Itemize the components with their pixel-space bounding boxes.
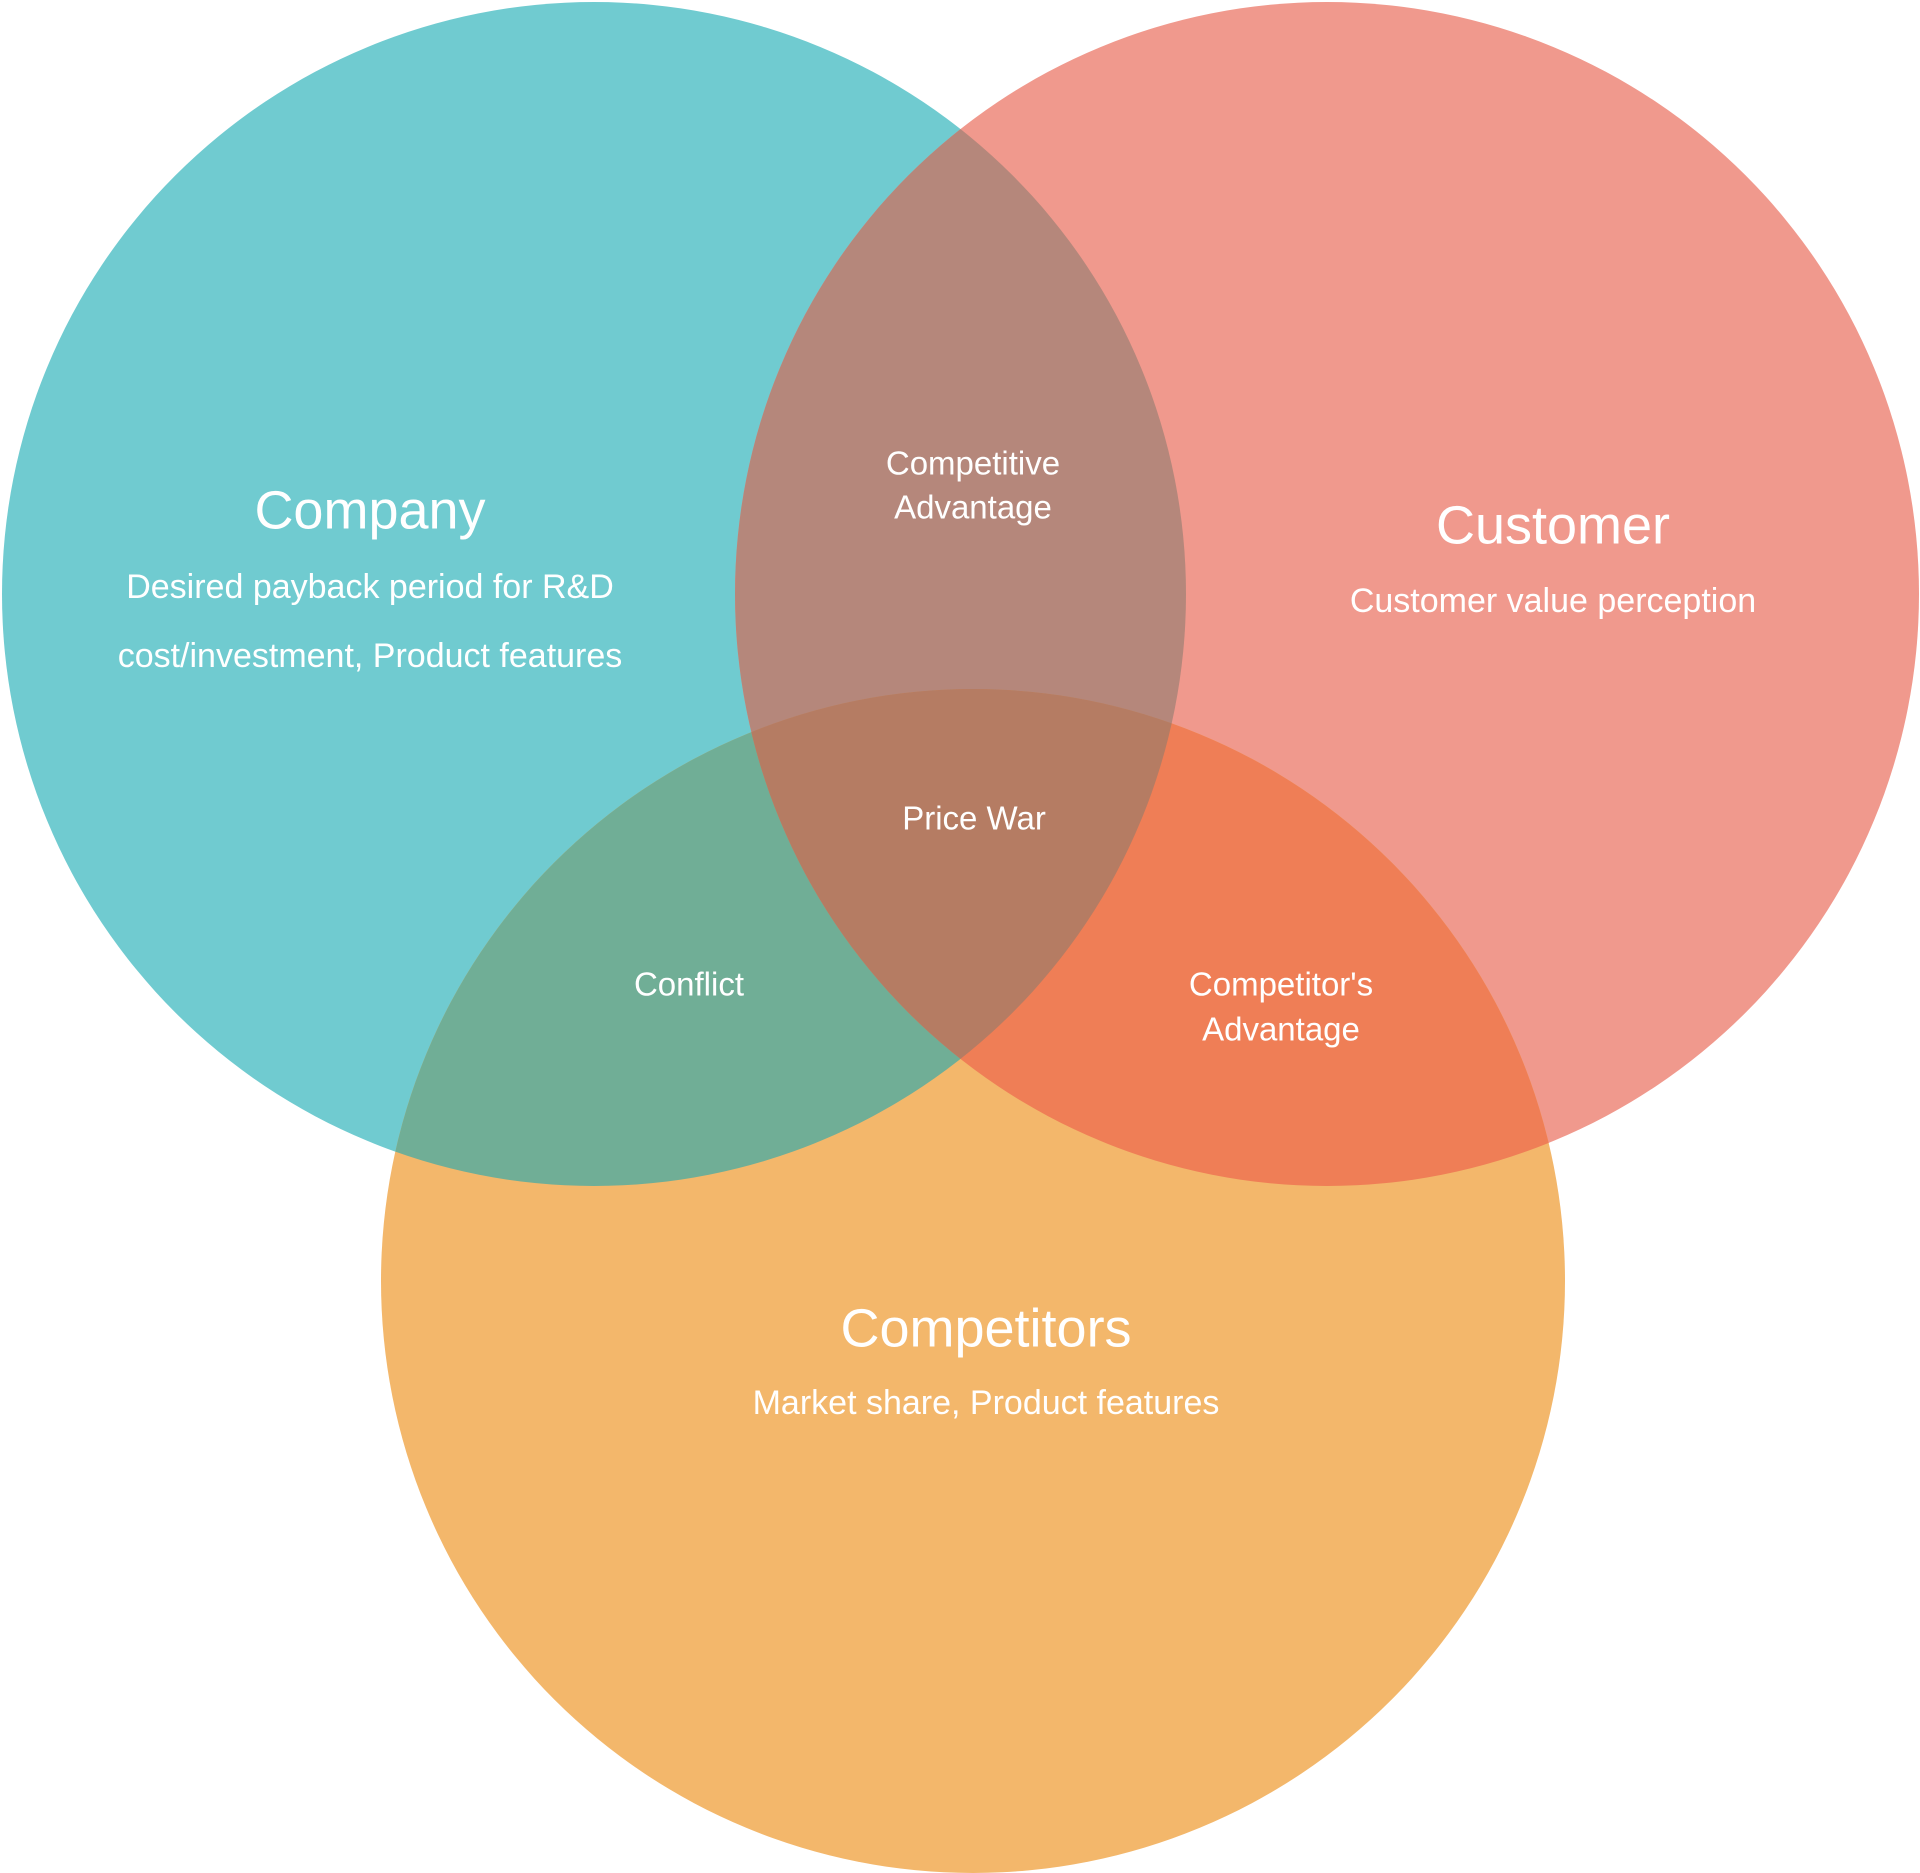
company-title: Company (254, 480, 485, 540)
customer-competitors-overlap (735, 689, 1565, 1186)
company-desc-line-1: Desired payback period for R&D (126, 568, 614, 606)
competitors-advantage-line-1: Competitor's (1189, 966, 1373, 1003)
competitive-advantage-line-1: Competitive (886, 445, 1060, 482)
company-competitors-overlap (381, 689, 1186, 1186)
conflict-label: Conflict (634, 966, 744, 1003)
competitors-advantage-line-2: Advantage (1202, 1011, 1360, 1048)
competitors-title: Competitors (840, 1298, 1131, 1358)
competitive-advantage-line-2: Advantage (894, 489, 1052, 526)
competitors-desc: Market share, Product features (753, 1384, 1220, 1422)
customer-title: Customer (1436, 495, 1670, 555)
price-war-label: Price War (902, 800, 1046, 837)
company-desc-line-2: cost/investment, Product features (118, 637, 623, 675)
customer-desc: Customer value perception (1350, 582, 1756, 620)
